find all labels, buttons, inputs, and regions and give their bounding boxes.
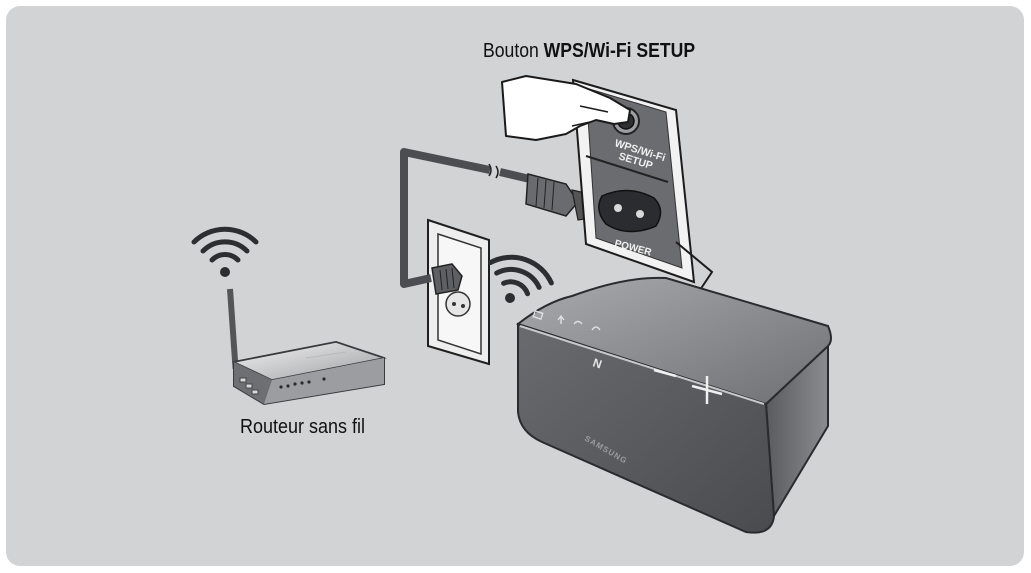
speaker-wifi-icon	[488, 254, 554, 303]
speaker	[515, 276, 832, 534]
diagram-scene: WPS/Wi-Fi SETUP POWER N SAMSU	[6, 6, 1024, 566]
power-socket	[598, 189, 662, 233]
illustration-panel: WPS/Wi-Fi SETUP POWER N SAMSU	[6, 6, 1024, 566]
caption-button-name: WPS/Wi-Fi SETUP	[543, 40, 696, 62]
router-caption: Routeur sans fil	[240, 416, 366, 438]
wireless-router	[227, 288, 387, 406]
router-wifi-icon	[191, 226, 259, 277]
back-panel-zoom	[571, 78, 714, 297]
router-antenna	[227, 288, 239, 370]
outlet-plug	[431, 263, 463, 295]
caption-prefix: Bouton	[483, 40, 539, 62]
nfc-mark: N	[591, 356, 604, 372]
wps-button-caption: Bouton WPS/Wi-Fi SETUP	[483, 40, 695, 63]
hand-icon	[501, 75, 631, 141]
